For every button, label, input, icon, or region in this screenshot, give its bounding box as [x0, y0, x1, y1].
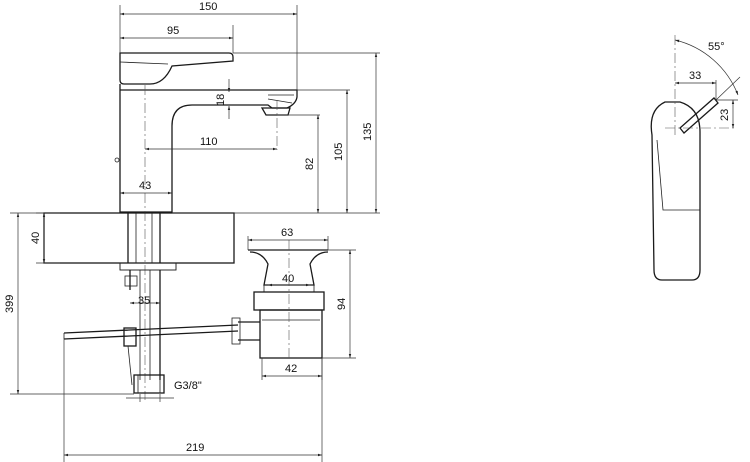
waste-dim-height: 94	[336, 298, 348, 310]
dim-spout-thickness: 18	[215, 94, 227, 106]
faucet-front-view	[114, 52, 298, 400]
side-dim-lever-drop: 23	[719, 109, 731, 121]
dim-total-width: 150	[199, 1, 217, 13]
dim-overall-height: 399	[4, 295, 16, 313]
faucet-side-view: 55° 33 23	[650, 35, 741, 281]
lever-handle	[119, 52, 234, 85]
dim-hose-length: 219	[186, 442, 204, 454]
dim-body-width: 43	[139, 180, 151, 192]
worktop	[43, 212, 235, 271]
dim-lever-length: 95	[167, 25, 179, 37]
shank-and-hoses	[63, 213, 239, 394]
side-dim-angle: 55°	[708, 41, 725, 53]
dim-spout-reach: 110	[200, 136, 218, 148]
dimensions-front: 150 95 18 110 43 82 105 135 40 399 35	[4, 1, 380, 462]
dim-outlet-height: 82	[304, 158, 316, 170]
waste-dim-inner-diameter: 40	[282, 273, 294, 285]
dim-worktop-thickness: 40	[30, 232, 42, 244]
aerator	[260, 107, 291, 116]
waste-dim-top-diameter: 63	[281, 227, 293, 239]
waste-dim-body-width: 42	[285, 363, 297, 375]
dim-total-height: 135	[362, 123, 374, 141]
faucet-body	[119, 84, 298, 213]
side-lever	[679, 97, 719, 134]
side-body	[650, 101, 701, 281]
waste-fitting	[231, 240, 329, 360]
side-dim-lever-reach: 33	[689, 70, 701, 82]
dim-spout-height: 105	[333, 143, 345, 161]
dimensions-waste: 63 40 94 42	[247, 227, 356, 380]
connection-thread: G3/8"	[174, 380, 202, 392]
dim-shank-offset: 35	[138, 295, 150, 307]
